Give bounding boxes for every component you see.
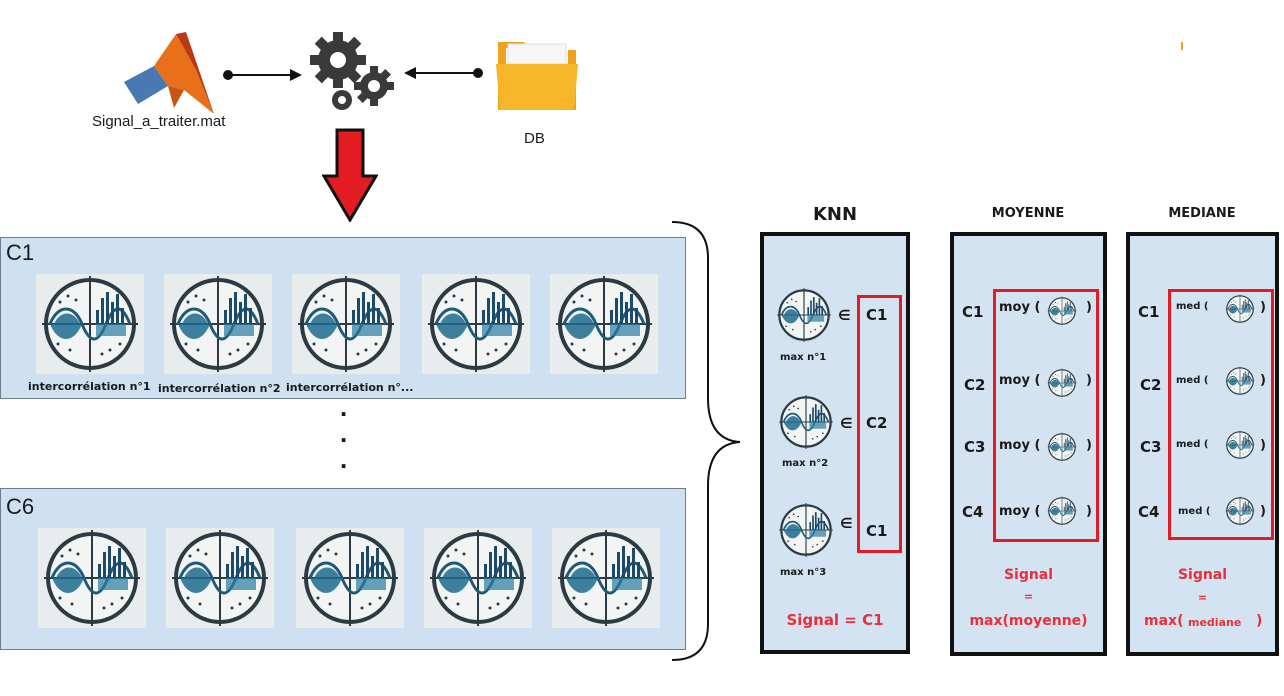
thumbnail-caption: intercorrélation n°... [286, 381, 414, 394]
moyenne-highlight [993, 289, 1099, 542]
knn-class: C1 [866, 522, 888, 540]
class-label: C1 [1138, 303, 1160, 321]
max-label: max n°3 [780, 567, 827, 578]
correlation-signal-icon [166, 528, 274, 628]
median-function: med ( [1176, 439, 1209, 450]
correlation-signal-icon [1224, 496, 1256, 526]
moyenne-box [950, 232, 1107, 656]
knn-title: KNN [812, 204, 858, 225]
correlation-signal-icon [164, 274, 272, 374]
element-of-symbol: ∈ [840, 516, 853, 532]
median-function: med ( [1176, 301, 1209, 312]
correlation-signal-icon [292, 274, 400, 374]
mediane-result-line: = [1197, 591, 1208, 604]
thumbnail-caption: intercorrélation n°1 [28, 380, 151, 393]
pipeline-arrows [223, 67, 483, 81]
matlab-logo-icon [124, 30, 224, 116]
close-paren: ) [1260, 504, 1266, 519]
ellipsis-dot: . [340, 444, 348, 474]
close-paren: ) [1260, 373, 1266, 388]
class-label: C4 [962, 503, 984, 521]
correlation-signal-icon [36, 274, 144, 374]
knn-class: C1 [866, 306, 888, 324]
class-label: C4 [1138, 503, 1160, 521]
correlation-signal-icon [550, 274, 658, 374]
knn-highlight [857, 295, 902, 553]
knn-class: C2 [866, 414, 888, 432]
correlation-signal-icon [1046, 432, 1078, 462]
correlation-signal-icon [776, 502, 836, 558]
close-paren: ) [1260, 300, 1266, 315]
max-label: max n°2 [782, 458, 829, 469]
max-label: max n°1 [780, 352, 827, 363]
class-label: C2 [964, 376, 986, 394]
correlation-signal-icon [774, 287, 834, 343]
median-function: med ( [1176, 375, 1209, 386]
correlation-signal-icon [1046, 496, 1078, 526]
mean-function: moy ( [999, 504, 1041, 519]
database-label: DB [524, 130, 545, 147]
panel-label: C1 [6, 240, 35, 265]
class-label: C3 [1140, 438, 1162, 456]
correlation-signal-icon [1046, 368, 1078, 398]
curly-brace [671, 221, 741, 661]
ellipsis-dot: . [340, 392, 348, 422]
folder-icon [494, 34, 580, 114]
close-paren: ) [1086, 438, 1092, 453]
mean-function: moy ( [999, 438, 1041, 453]
class-label: C2 [1140, 376, 1162, 394]
gears-icon [308, 30, 398, 114]
element-of-symbol: ∈ [838, 308, 851, 324]
correlation-signal-icon [552, 528, 660, 628]
panel-label: C6 [6, 494, 35, 519]
correlation-signal-icon [424, 528, 532, 628]
mediane-result-line: mediane [1188, 616, 1242, 629]
close-paren: ) [1086, 300, 1092, 315]
ellipsis-dot: . [340, 418, 348, 448]
moyenne-result-line: max(moyenne) [969, 613, 1088, 629]
correlation-signal-icon [1224, 366, 1256, 396]
mediane-title: MEDIANE [1168, 206, 1236, 221]
orange-mark [1181, 42, 1183, 50]
close-paren: ) [1260, 438, 1266, 453]
mean-function: moy ( [999, 373, 1041, 388]
moyenne-result-line: Signal [1003, 567, 1054, 583]
thumbnail-caption: intercorrélation n°2 [158, 382, 281, 395]
class-label: C3 [964, 438, 986, 456]
correlation-signal-icon [38, 528, 146, 628]
median-function: med ( [1178, 506, 1211, 517]
correlation-signal-icon [1046, 296, 1078, 326]
element-of-symbol: ∈ [840, 416, 853, 432]
mean-function: moy ( [999, 300, 1041, 315]
correlation-signal-icon [1224, 430, 1256, 460]
mediane-result-line: Signal [1177, 567, 1228, 583]
correlation-signal-icon [422, 274, 530, 374]
moyenne-title: MOYENNE [991, 206, 1065, 221]
red-down-arrow [322, 128, 378, 222]
correlation-signal-icon [296, 528, 404, 628]
mediane-result-line: max( [1144, 613, 1184, 629]
correlation-signal-icon [1224, 294, 1256, 324]
close-paren: ) [1086, 373, 1092, 388]
close-paren: ) [1086, 504, 1092, 519]
knn-result: Signal = C1 [786, 611, 884, 629]
class-label: C1 [962, 303, 984, 321]
mediane-result-line: ) [1256, 613, 1263, 629]
moyenne-result-line: = [1023, 590, 1034, 603]
input-file-label: Signal_a_traiter.mat [92, 113, 226, 130]
correlation-signal-icon [776, 394, 836, 450]
mediane-highlight [1168, 289, 1274, 540]
